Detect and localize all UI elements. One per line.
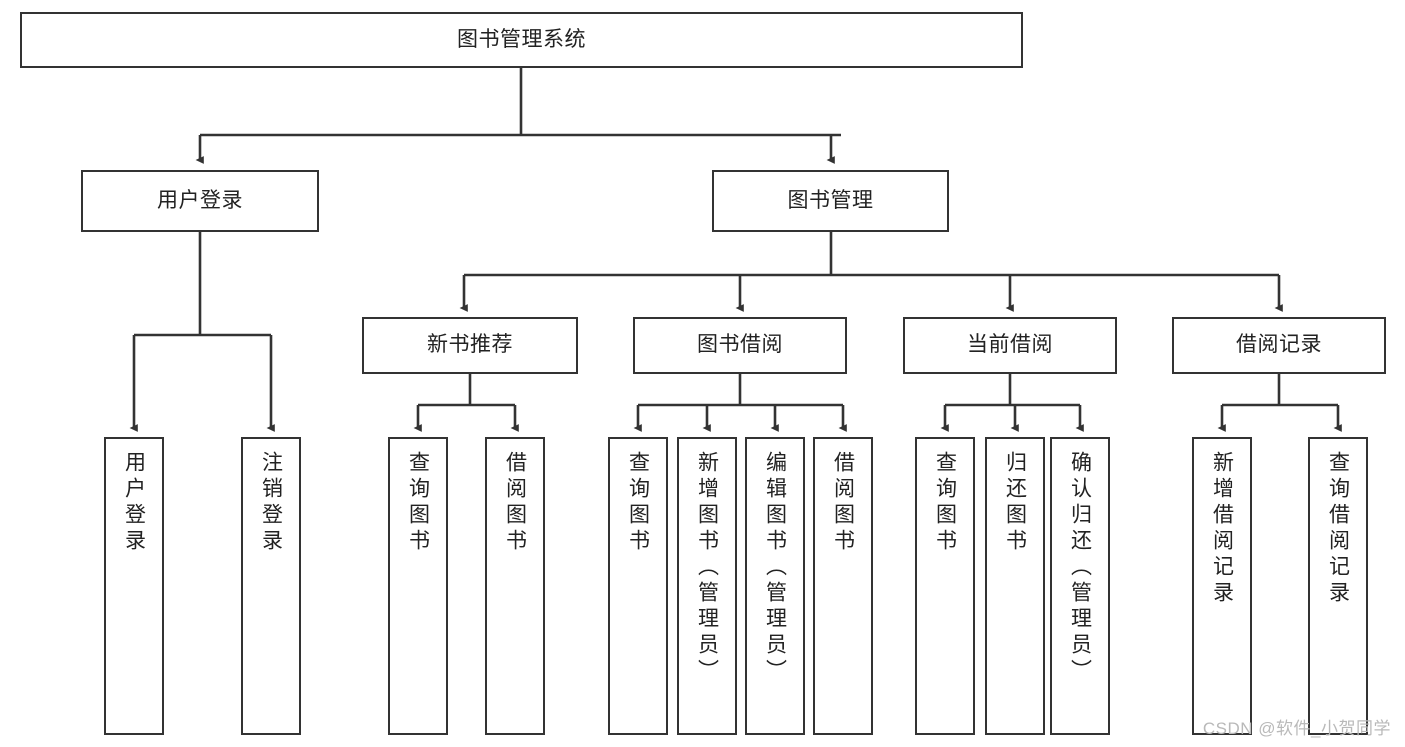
- node-label: 查询借阅记录: [1326, 451, 1350, 607]
- node-book-manage[interactable]: 图书管理: [712, 170, 949, 232]
- leaf-borrow-book[interactable]: 借阅图书: [813, 437, 873, 735]
- node-label: 图书管理系统: [457, 27, 586, 51]
- node-label: 用户登录: [122, 451, 146, 555]
- leaf-user-login[interactable]: 用户登录: [104, 437, 164, 735]
- node-borrow-record[interactable]: 借阅记录: [1172, 317, 1386, 374]
- node-label: 新书推荐: [427, 333, 513, 357]
- leaf-query-book-borrow[interactable]: 查询图书: [608, 437, 668, 735]
- leaf-add-borrow-record[interactable]: 新增借阅记录: [1192, 437, 1252, 735]
- node-label: 编辑图书（管理员）: [763, 451, 787, 685]
- watermark-text: CSDN @软件_小贺同学: [1202, 719, 1391, 738]
- node-label: 确认归还（管理员）: [1068, 451, 1092, 685]
- node-current-borrow[interactable]: 当前借阅: [903, 317, 1117, 374]
- node-root-system[interactable]: 图书管理系统: [20, 12, 1023, 68]
- node-label: 图书管理: [787, 188, 874, 212]
- node-label: 新增借阅记录: [1210, 451, 1234, 607]
- leaf-confirm-return-admin[interactable]: 确认归还（管理员）: [1050, 437, 1110, 735]
- node-label: 注销登录: [259, 451, 283, 555]
- node-label: 归还图书: [1003, 451, 1027, 555]
- node-label: 用户登录: [157, 188, 243, 212]
- leaf-user-logout[interactable]: 注销登录: [241, 437, 301, 735]
- node-label: 借阅图书: [503, 451, 527, 555]
- node-label: 查询图书: [406, 451, 430, 555]
- leaf-edit-book-admin[interactable]: 编辑图书（管理员）: [745, 437, 805, 735]
- node-label: 借阅图书: [831, 451, 855, 555]
- leaf-query-book-recommend[interactable]: 查询图书: [388, 437, 448, 735]
- leaf-add-book-admin[interactable]: 新增图书（管理员）: [677, 437, 737, 735]
- leaf-borrow-book-recommend[interactable]: 借阅图书: [485, 437, 545, 735]
- node-label: 新增图书（管理员）: [695, 451, 719, 685]
- node-label: 查询图书: [933, 451, 957, 555]
- node-user-login[interactable]: 用户登录: [81, 170, 319, 232]
- leaf-return-book[interactable]: 归还图书: [985, 437, 1045, 735]
- node-new-book-recommend[interactable]: 新书推荐: [362, 317, 578, 374]
- leaf-query-borrow-record[interactable]: 查询借阅记录: [1308, 437, 1368, 735]
- node-label: 图书借阅: [697, 333, 783, 357]
- node-label: 查询图书: [626, 451, 650, 555]
- node-label: 当前借阅: [967, 333, 1053, 357]
- node-label: 借阅记录: [1236, 333, 1322, 357]
- leaf-query-book-current[interactable]: 查询图书: [915, 437, 975, 735]
- node-book-borrow[interactable]: 图书借阅: [633, 317, 847, 374]
